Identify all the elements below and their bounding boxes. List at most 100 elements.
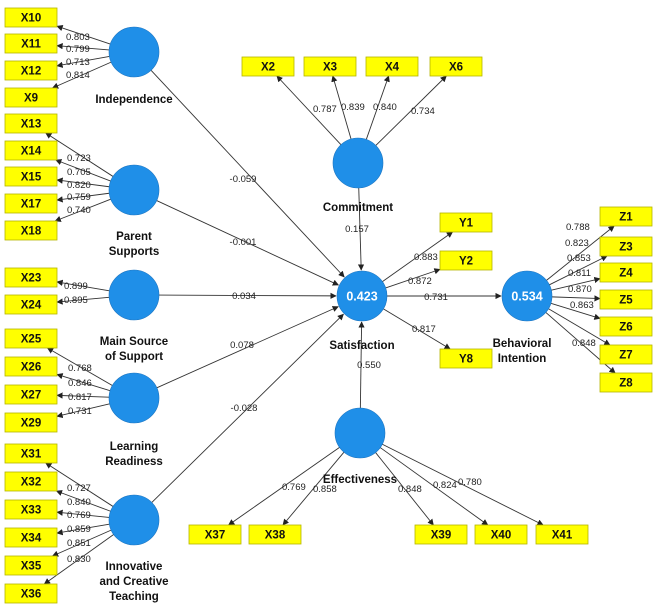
- indicator-label: X39: [431, 530, 451, 542]
- loading-arrow-bi-z7: [548, 308, 611, 346]
- indicator-label: X14: [21, 146, 42, 158]
- path-coefficient-lr-to-sat: 0.078: [230, 340, 254, 351]
- latent-circle: [332, 137, 384, 189]
- indicator-label: Z4: [619, 268, 633, 280]
- loading-arrow-bi-z5: [551, 295, 601, 302]
- loading-arrow-ind-x9: [51, 61, 112, 89]
- r-squared-value: 0.423: [346, 290, 377, 304]
- loading-arrow-eff-x41: [382, 443, 544, 526]
- indicator-x9: X9: [4, 87, 58, 108]
- latent-circle: [108, 26, 160, 78]
- loading-arrow-ind-x12: [56, 55, 110, 68]
- indicator-label: X12: [21, 66, 41, 78]
- loading-value-x13: 0.723: [67, 153, 91, 164]
- loading-arrow-eff-x37: [228, 446, 340, 526]
- loading-arrow-bi-z4: [551, 276, 601, 291]
- loading-value-x14: 0.705: [67, 167, 91, 178]
- indicators-layer: X10X11X12X9X13X14X15X17X18X23X24X25X26X2…: [4, 7, 653, 604]
- loading-value-x2: 0.787: [313, 104, 337, 115]
- indicator-x13: X13: [4, 113, 58, 134]
- loading-value-z4: 0.853: [567, 253, 591, 264]
- loading-value-x41: 0.780: [458, 477, 482, 488]
- latent-circle: [336, 270, 388, 322]
- loading-arrow-sat-y8: [383, 308, 451, 350]
- r-squared-value: 0.534: [511, 290, 542, 304]
- loading-value-x6: 0.734: [411, 106, 435, 117]
- indicator-x36: X36: [4, 583, 58, 604]
- loading-value-x25: 0.768: [68, 363, 92, 374]
- indicator-x18: X18: [4, 220, 58, 241]
- indicator-x37: X37: [188, 524, 242, 545]
- loading-value-y2: 0.872: [408, 276, 432, 287]
- indicator-x38: X38: [248, 524, 302, 545]
- path-coefficient-sat-to-bi: 0.731: [424, 292, 448, 303]
- loading-arrow-ps-x14: [55, 159, 111, 182]
- indicator-label: X6: [449, 62, 463, 74]
- latent-label-line: Parent: [116, 231, 152, 243]
- indicator-label: X35: [21, 561, 42, 573]
- loading-arrow-mss-x24: [56, 296, 110, 305]
- indicator-label: Y2: [459, 256, 473, 268]
- indicator-label: X29: [21, 418, 41, 430]
- loading-arrow-lr-x27: [56, 392, 110, 399]
- indicator-label: X40: [491, 530, 511, 542]
- loading-value-x12: 0.713: [66, 57, 90, 68]
- loading-arrow-com-x3: [331, 75, 352, 140]
- loading-value-z7: 0.863: [570, 300, 594, 311]
- loading-arrow-com-x2: [276, 75, 342, 146]
- latent-label-line: Readiness: [105, 456, 163, 468]
- indicator-label: Z1: [619, 212, 633, 224]
- path-coefficient-com-to-sat: 0.157: [345, 224, 369, 235]
- indicator-label: X3: [323, 62, 337, 74]
- indicator-label: Y1: [459, 218, 474, 230]
- coefficient-labels-layer: 0.8030.7990.7130.8140.7230.7050.8200.759…: [64, 32, 596, 565]
- loading-value-x29: 0.731: [68, 406, 92, 417]
- indicator-x23: X23: [4, 267, 58, 288]
- indicator-label: Z6: [619, 322, 632, 334]
- loading-value-z8: 0.848: [572, 338, 596, 349]
- loading-arrow-ps-x17: [56, 192, 110, 203]
- path-arrow-ind-to-sat: [150, 69, 345, 278]
- loading-value-x37: 0.769: [282, 482, 306, 493]
- indicator-x24: X24: [4, 294, 58, 315]
- loading-value-x3: 0.839: [341, 102, 365, 113]
- path-arrow-lr-to-sat: [156, 306, 339, 389]
- loading-arrow-mss-x23: [56, 279, 110, 292]
- loading-arrow-bi-z1: [546, 225, 615, 281]
- indicator-label: X25: [21, 334, 42, 346]
- indicator-x34: X34: [4, 527, 58, 548]
- indicator-x4: X4: [365, 56, 419, 77]
- latent-circle: [108, 269, 160, 321]
- loading-arrow-ps-x13: [45, 132, 114, 177]
- loading-value-x10: 0.803: [66, 32, 90, 43]
- latent-circle: [334, 407, 386, 459]
- indicator-x41: X41: [535, 524, 589, 545]
- loading-value-x33: 0.769: [67, 510, 91, 521]
- loading-value-x38: 0.858: [313, 484, 337, 495]
- loading-value-z3: 0.823: [565, 238, 589, 249]
- indicator-x6: X6: [429, 56, 483, 77]
- path-coefficient-ict-to-sat: -0.028: [231, 403, 258, 414]
- latent-label-line: of Support: [105, 351, 163, 363]
- loading-arrow-ict-x31: [45, 462, 114, 507]
- latent-label-line: Learning: [110, 441, 159, 453]
- indicator-x25: X25: [4, 328, 58, 349]
- latent-circle: [108, 494, 160, 546]
- loading-arrow-lr-x25: [46, 347, 113, 386]
- loading-arrow-ind-x10: [56, 25, 111, 45]
- latent-label-line: Intention: [498, 353, 547, 365]
- indicator-x3: X3: [303, 56, 357, 77]
- loading-value-x26: 0.846: [68, 378, 92, 389]
- path-arrow-ps-to-sat: [156, 200, 339, 286]
- path-arrow-mss-to-sat: [158, 292, 337, 300]
- edges-layer: [43, 25, 616, 585]
- indicator-x40: X40: [474, 524, 528, 545]
- latent-label-line: Supports: [109, 246, 159, 258]
- path-coefficient-ind-to-sat: -0.059: [230, 174, 257, 185]
- loading-arrow-ind-x11: [56, 42, 110, 51]
- latent-circle: [501, 270, 553, 322]
